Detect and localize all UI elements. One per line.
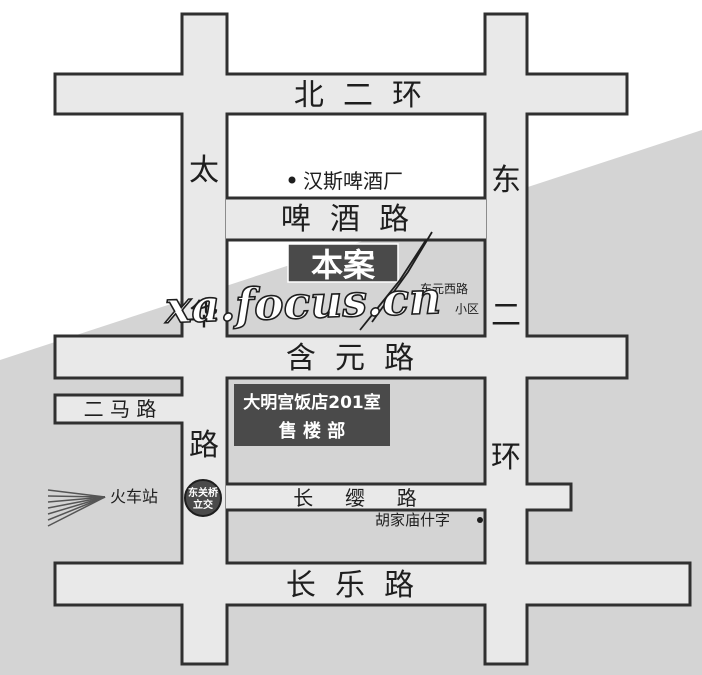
watermark-text: xa.focus.cn bbox=[163, 273, 442, 334]
brewery-marker-icon bbox=[288, 176, 296, 184]
road-label-east-ring-3: 环 bbox=[491, 440, 521, 475]
label-sales-office-line2: 售 楼 部 bbox=[279, 420, 346, 442]
road-label-taihua-1: 太 bbox=[189, 153, 219, 188]
road-label-changle-road: 长 乐 路 bbox=[286, 568, 414, 603]
sales-office-box bbox=[234, 384, 390, 446]
road-label-taihua-2: 华 bbox=[189, 298, 219, 333]
road-label-taihua-3: 路 bbox=[189, 428, 219, 463]
interchange-marker-icon bbox=[184, 479, 222, 517]
hujiamiao-marker-icon bbox=[477, 517, 483, 523]
road-label-east-ring-2: 二 bbox=[491, 298, 521, 333]
label-project: 本案 bbox=[311, 246, 376, 284]
train-station-icon bbox=[47, 489, 106, 527]
project-pointer-lines bbox=[359, 231, 433, 331]
road-label-north-second-ring: 北 二 环 bbox=[294, 78, 422, 113]
label-train-station: 火车站 bbox=[110, 487, 158, 506]
label-dongyuan-road: 东元西路 bbox=[420, 281, 468, 296]
road-label-changying-road: 长 缨 路 bbox=[293, 486, 417, 510]
label-hans-brewery: 汉斯啤酒厂 bbox=[303, 169, 403, 193]
label-sales-office-line1: 大明宫饭店201室 bbox=[243, 392, 381, 413]
road-label-east-ring-1: 东 bbox=[491, 163, 521, 198]
road-label-pijiu-road: 啤 酒 路 bbox=[281, 202, 409, 237]
label-interchange-line1: 东关桥 bbox=[188, 486, 219, 499]
road-label-hanyuan-road: 含 元 路 bbox=[286, 341, 414, 376]
label-xiaoqu: 小区 bbox=[455, 302, 479, 316]
project-box bbox=[287, 243, 399, 283]
road-fill-overlay bbox=[56, 15, 689, 663]
label-interchange-line2: 立交 bbox=[193, 498, 213, 511]
label-hujiamiao: 胡家庙什字 bbox=[375, 511, 450, 529]
road-label-erma-road: 二 马 路 bbox=[84, 397, 157, 421]
